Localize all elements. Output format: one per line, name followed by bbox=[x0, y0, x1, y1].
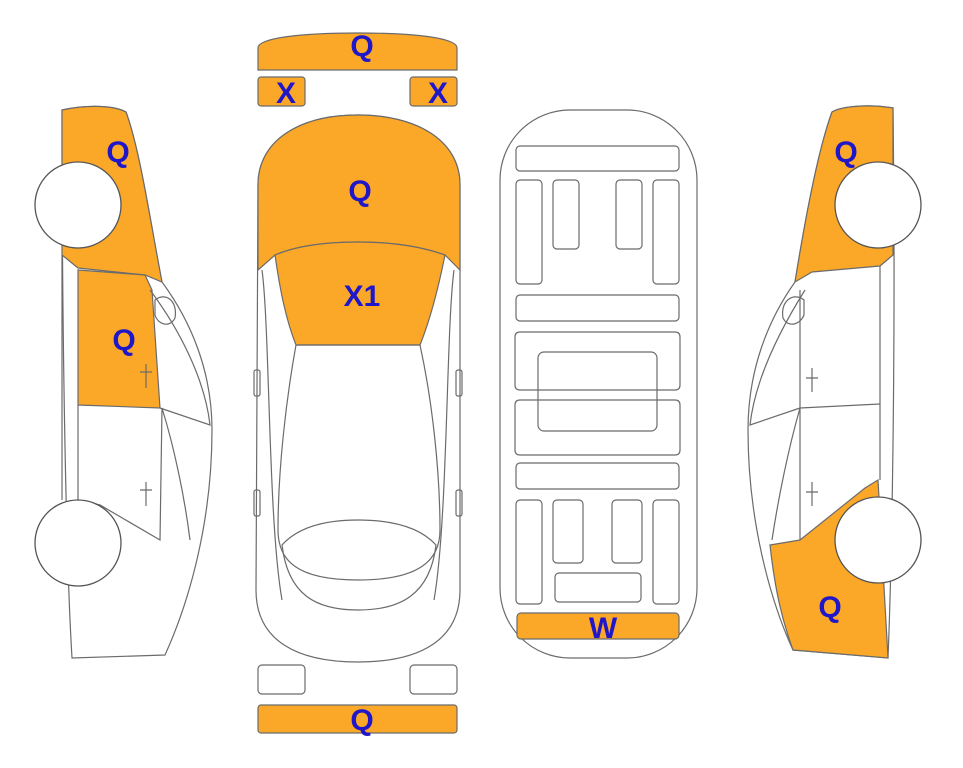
under-rear-bar bbox=[554, 572, 642, 603]
under-center-tunnel bbox=[537, 351, 658, 432]
under-crossbar-1 bbox=[515, 294, 680, 322]
left-rear-wheel bbox=[34, 499, 122, 587]
windshield-panel[interactable] bbox=[274, 241, 446, 346]
left-door-handle-front bbox=[140, 364, 152, 388]
left-handle-top bbox=[253, 489, 261, 517]
underbody-view: W bbox=[499, 109, 698, 659]
under-front-slot-left bbox=[552, 179, 580, 250]
front-bumper-panel[interactable] bbox=[257, 32, 458, 71]
left-rear-door-edge bbox=[77, 405, 163, 542]
under-front-rail-left bbox=[515, 179, 543, 285]
front-light-right-code: X bbox=[428, 77, 448, 110]
hood-code: Q bbox=[348, 175, 371, 208]
windshield-code: X1 bbox=[344, 280, 381, 313]
rear-bumper-code: Q bbox=[350, 704, 373, 737]
top-view: Q X X Q X1 Q bbox=[253, 30, 463, 737]
right-mirror bbox=[782, 296, 805, 325]
left-front-fender-code: Q bbox=[106, 136, 129, 169]
right-front-wheel bbox=[834, 161, 922, 249]
left-side-view: Q Q bbox=[34, 105, 213, 659]
underbody-rear-panel[interactable] bbox=[516, 612, 680, 640]
underbody-rear-code: W bbox=[589, 612, 618, 645]
front-light-left-panel[interactable] bbox=[257, 76, 306, 107]
right-door-line bbox=[799, 266, 881, 540]
under-front-slot-right bbox=[615, 179, 643, 250]
front-light-left-code: X bbox=[276, 77, 296, 110]
right-door-handle-front bbox=[806, 368, 818, 392]
right-mirror-top bbox=[455, 369, 463, 397]
front-light-right-panel[interactable] bbox=[409, 76, 458, 107]
left-front-wheel bbox=[34, 161, 122, 249]
top-cabin-outline bbox=[277, 344, 441, 581]
under-rear-slot-left bbox=[552, 499, 584, 564]
rear-light-left bbox=[257, 664, 306, 695]
under-crossbar-2 bbox=[515, 462, 680, 490]
under-front-bar bbox=[515, 145, 680, 172]
left-front-door-code: Q bbox=[112, 324, 135, 357]
right-rear-wheel bbox=[834, 496, 922, 584]
left-door-handle-rear bbox=[140, 482, 152, 506]
top-left-pillar bbox=[261, 269, 283, 601]
right-window-line-2 bbox=[771, 407, 801, 541]
right-door-handle-rear bbox=[806, 482, 818, 506]
under-rear-rail-right bbox=[652, 499, 680, 605]
underbody-outline bbox=[499, 109, 698, 659]
front-bumper-code: Q bbox=[350, 30, 373, 63]
right-door-split bbox=[799, 403, 881, 409]
under-rear-rail-left bbox=[515, 499, 543, 605]
top-rear-window bbox=[281, 519, 437, 611]
left-mirror bbox=[154, 296, 177, 325]
rear-light-right bbox=[409, 664, 458, 695]
top-right-pillar bbox=[433, 269, 455, 601]
left-window-line-2 bbox=[161, 407, 191, 541]
under-center-frame bbox=[514, 331, 681, 456]
left-mirror-top bbox=[253, 369, 261, 397]
rear-bumper-panel[interactable] bbox=[257, 704, 458, 734]
left-window-line bbox=[149, 289, 211, 426]
right-handle-top bbox=[455, 489, 463, 517]
left-front-door-panel[interactable] bbox=[77, 269, 161, 409]
under-front-rail-right bbox=[652, 179, 680, 285]
right-front-fender-code: Q bbox=[834, 136, 857, 169]
right-rear-quarter-code: Q bbox=[818, 591, 841, 624]
right-window-line bbox=[749, 289, 806, 426]
under-rear-slot-right bbox=[611, 499, 643, 564]
right-side-view: Q Q bbox=[747, 105, 922, 659]
